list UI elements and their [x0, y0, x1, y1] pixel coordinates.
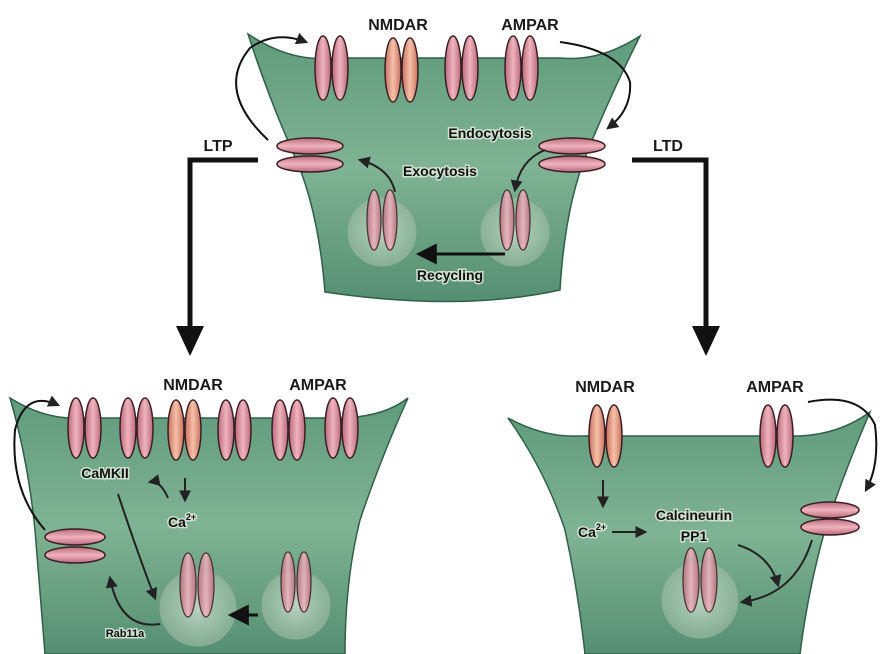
ltp-ampar-receptor	[289, 400, 305, 460]
ltd-label: LTD	[653, 138, 683, 155]
top-left-vesicle-receptor	[383, 190, 397, 250]
ltd-ampar-label: AMPAR	[746, 379, 804, 396]
endocytosis-label: Endocytosis	[448, 125, 531, 141]
ltp-ampar-receptor	[218, 400, 234, 460]
ltp-ampar-receptor	[325, 398, 341, 458]
top-nmdar-label: NMDAR	[368, 17, 428, 34]
top-ampar-receptor	[505, 36, 521, 100]
ltd-ampar-receptor	[760, 405, 776, 467]
top-left-vesicle-receptor	[367, 190, 381, 250]
ltp-nmdar-label: NMDAR	[163, 377, 223, 394]
ltp-nmdar-receptor	[168, 400, 184, 460]
camkii-label: CaMKII	[81, 465, 128, 481]
ltp-vesicle-receptor	[297, 552, 311, 612]
ltp-ampar-receptor	[272, 400, 288, 460]
ltd-ampar-receptor	[777, 405, 793, 467]
top-nmdar-receptor	[385, 38, 401, 102]
ltp-vesicle-receptor	[180, 553, 196, 617]
top-left-vesicle	[348, 198, 416, 266]
ltd-ca-text: Ca	[578, 524, 596, 540]
top-right-lateral-receptor	[539, 138, 605, 154]
ltd-nmdar-receptor	[589, 405, 605, 467]
top-ampar-label: AMPAR	[501, 17, 559, 34]
ltp-ampar-receptor	[235, 400, 251, 460]
top-ampar-receptor	[445, 36, 461, 100]
top-right-vesicle-receptor	[516, 190, 530, 250]
exocytosis-label: Exocytosis	[403, 163, 477, 179]
top-ampar-receptor	[332, 36, 348, 100]
ltd-nmdar-label: NMDAR	[575, 379, 635, 396]
ltp-ampar-receptor	[137, 398, 153, 458]
ltp-ca-superscript: 2+	[186, 512, 196, 522]
ltp-ampar-receptor	[342, 398, 358, 458]
top-right-vesicle	[481, 198, 549, 266]
top-ampar-receptor	[462, 36, 478, 100]
ltp-lateral-receptor	[45, 529, 105, 545]
top-ampar-receptor	[315, 36, 331, 100]
ltp-ampar-label: AMPAR	[289, 377, 347, 394]
ltp-vesicle-receptor	[281, 552, 295, 612]
calcineurin-label: Calcineurin	[656, 507, 732, 523]
top-ampar-receptor	[522, 36, 538, 100]
top-spine: NMDAR AMPAR Endocytosis Exocytosis Recyc…	[236, 17, 640, 302]
top-right-vesicle-receptor	[500, 190, 514, 250]
rab11a-label: Rab11a	[106, 628, 145, 640]
ltd-vesicle	[662, 562, 738, 638]
ltd-lateral-receptor	[801, 519, 859, 535]
ltd-lateral-receptor	[801, 502, 859, 518]
ltd-vesicle-receptor	[683, 548, 699, 612]
ltp-ampar-receptor	[68, 398, 84, 458]
ltp-spine: NMDAR AMPAR CaMKII Ca2+ Rab11a	[10, 377, 408, 654]
ltp-vesicle-right	[262, 571, 330, 639]
ltp-ampar-receptor	[85, 398, 101, 458]
top-left-lateral-receptor	[277, 138, 343, 154]
pp1-label: PP1	[681, 528, 708, 544]
top-nmdar-receptor	[402, 38, 418, 102]
ltp-arrow-line	[190, 160, 258, 330]
ltd-arrow-head	[692, 326, 720, 356]
ltp-label: LTP	[203, 138, 232, 155]
ltd-vesicle-receptor	[701, 548, 717, 612]
ltd-arrow-line	[632, 160, 706, 330]
ltp-arrow-head	[176, 326, 204, 356]
ltd-nmdar-receptor	[606, 405, 622, 467]
ltp-ampar-receptor	[120, 398, 136, 458]
top-right-lateral-receptor	[539, 156, 605, 172]
ltd-spine: NMDAR AMPAR Ca2+ Calcineurin PP1	[508, 379, 876, 654]
top-left-lateral-receptor	[277, 156, 343, 172]
recycling-label: Recycling	[417, 267, 483, 283]
ltp-nmdar-receptor	[185, 400, 201, 460]
ltp-vesicle-receptor	[198, 553, 214, 617]
ltp-lateral-receptor	[45, 547, 105, 563]
ltd-ca-superscript: 2+	[596, 522, 606, 532]
ltp-ca-text: Ca	[168, 514, 186, 530]
